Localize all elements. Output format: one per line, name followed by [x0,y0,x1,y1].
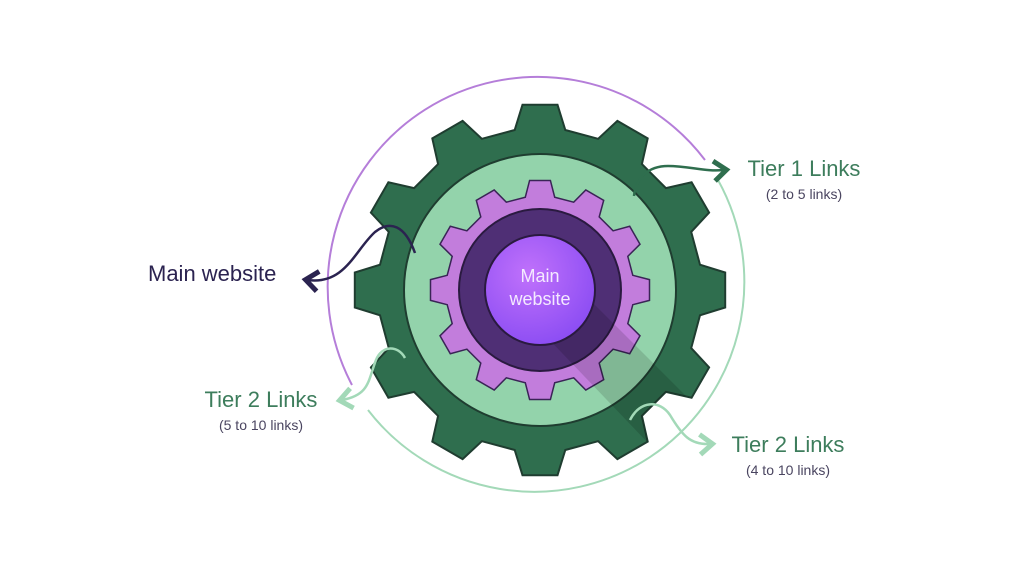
tier2-left-arrow [335,347,407,411]
tier1-subtitle: (2 to 5 links) [765,186,843,202]
core-label-line1: Main [520,266,559,286]
tier2-right-subtitle: (4 to 10 links) [745,462,831,478]
tier2-left-title: Tier 2 Links [204,387,318,412]
tier1-label: Tier 1 Links (2 to 5 links) [738,156,870,202]
tier2-left-label: Tier 2 Links (5 to 10 links) [193,387,329,433]
tier2-left-subtitle: (5 to 10 links) [218,417,304,433]
main-website-label: Main website [148,261,277,286]
core-label-line2: website [508,289,570,309]
purple-orbit-arc [326,75,706,386]
core-circle [484,234,596,346]
main-website-arrow [301,224,417,293]
tier2-right-label: Tier 2 Links (4 to 10 links) [720,432,856,478]
tier1-arrow [632,158,731,197]
green-orbit-arc [367,179,746,493]
tier2-right-arrow [628,403,717,457]
tier2-right-title: Tier 2 Links [731,432,845,457]
tier1-title: Tier 1 Links [747,156,861,181]
